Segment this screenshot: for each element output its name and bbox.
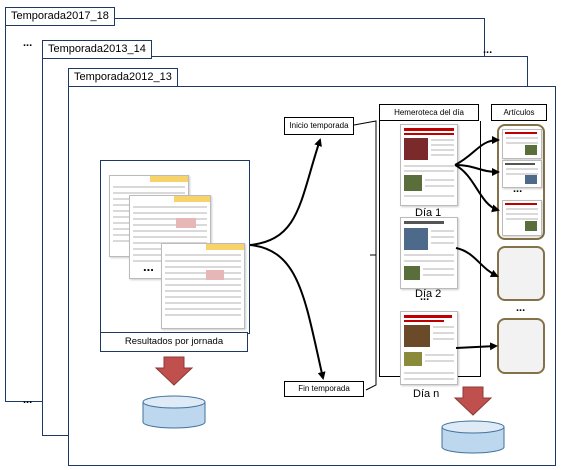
articles-box-day1: ... (497, 124, 545, 240)
article-thumb (502, 129, 542, 159)
arrow-day2-articles (455, 247, 499, 278)
arrow-to-start-season (249, 138, 322, 246)
ellipsis-outer-right: ... (483, 44, 493, 56)
newspaper-page-day1 (400, 124, 458, 206)
results-ellipsis: ... (143, 259, 154, 274)
results-label-box: Resultados por jornada (100, 332, 248, 352)
articles-header: Artículos (491, 104, 547, 121)
season-tab-2012-13: Temporada2012_13 (68, 68, 178, 87)
red-arrow-results (154, 356, 194, 386)
articles-box-dayn (497, 318, 545, 374)
article-thumb (502, 200, 542, 236)
newspaper-page-day2 (400, 217, 458, 289)
ellipsis-outer-left: ... (23, 37, 33, 49)
article-thumb (502, 160, 542, 188)
results-panel: ... (100, 160, 250, 334)
season-tab-2013-14: Temporada2013_14 (42, 40, 152, 59)
arrow-day1-article3 (454, 164, 500, 213)
ellipsis-outer-bottom: ... (23, 394, 33, 406)
results-label: Resultados por jornada (124, 336, 224, 347)
season-tab-2017-18: Temporada2017_18 (5, 7, 115, 26)
newspaper-page-dayn (400, 311, 458, 385)
red-arrow-archive (453, 386, 493, 416)
days-ellipsis: ... (420, 291, 430, 303)
bracket-line (353, 120, 377, 391)
articles-box-ellipsis: ... (516, 302, 526, 314)
standings-sheet (161, 243, 245, 329)
end-season-label: Fin temporada (298, 384, 350, 393)
start-season-box: Inicio temporada (284, 117, 354, 135)
end-season-box: Fin temporada (284, 381, 364, 397)
day-n-label: Día n (413, 388, 440, 400)
newspaper-archive-header: Hemeroteca del día (379, 104, 479, 121)
database-results-icon (142, 395, 206, 429)
arrow-day1-article1 (454, 136, 500, 166)
arrow-to-end-season (249, 244, 326, 380)
day-2-label: Día 2 (415, 288, 442, 300)
arrow-day1-article2 (454, 164, 500, 176)
arrow-dayn-articles (455, 342, 498, 351)
articles-label: Artículos (503, 108, 535, 117)
newspaper-archive-label: Hemeroteca del día (394, 108, 464, 117)
articles-ellipsis: ... (513, 183, 523, 195)
start-season-label: Inicio temporada (289, 121, 349, 130)
day-1-label: Día 1 (415, 207, 442, 219)
database-archive-icon (441, 420, 505, 454)
